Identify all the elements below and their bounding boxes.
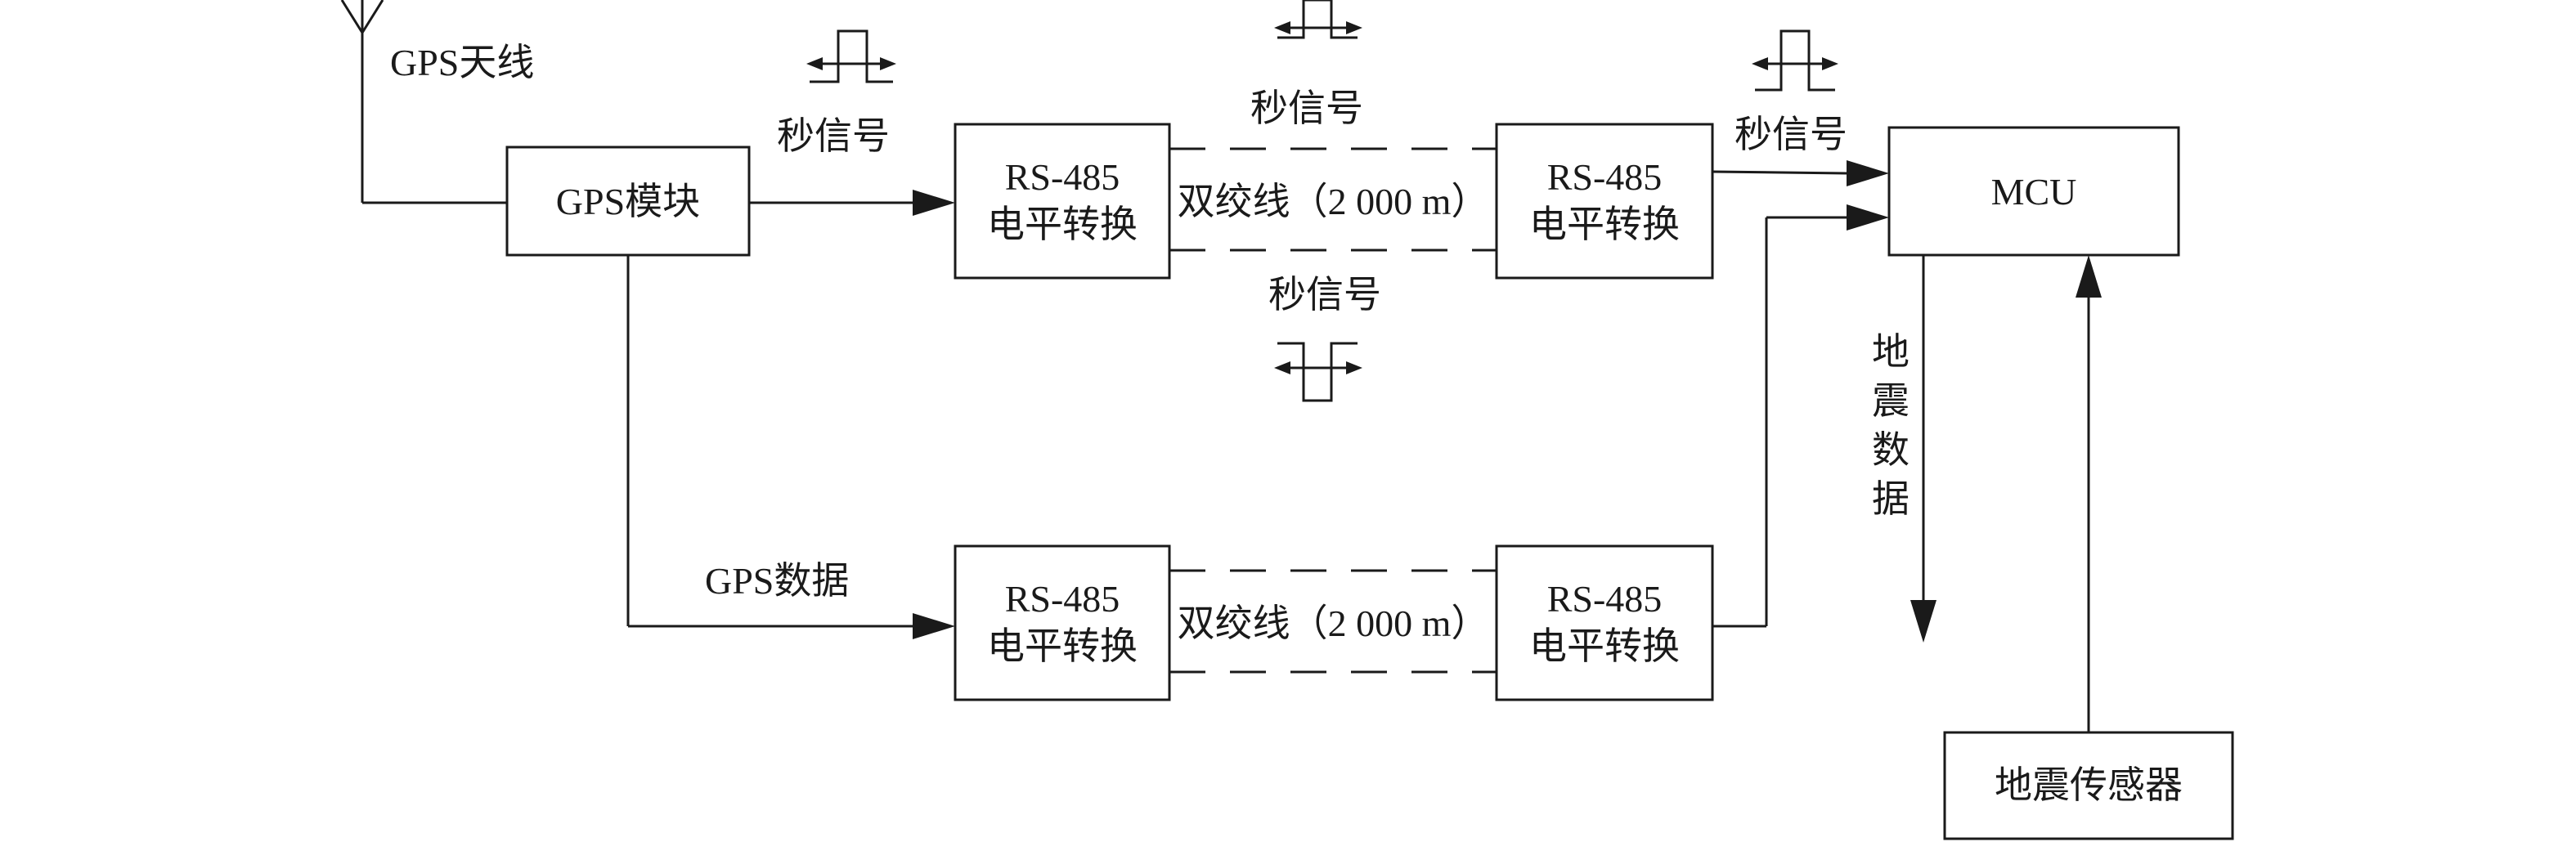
seismic-data-label-char-1: 地 (1872, 331, 1910, 373)
gps-module-label: GPS模块 (556, 181, 700, 222)
gps-data-label: GPS数据 (705, 560, 849, 602)
bottom-twisted-pair-lines (1169, 569, 1497, 674)
pps-wire-gps-to-top-converter (749, 190, 955, 216)
seismic-data-label-char-4: 据 (1872, 478, 1910, 520)
top-pps-pulse-icon (1274, 0, 1362, 39)
top-right-rs485-converter (1495, 123, 1714, 280)
top-twisted-pair-lines (1169, 147, 1497, 252)
seismic-sensor-box (1943, 731, 2234, 840)
bottom-right-converter-line1: RS-485 (1547, 578, 1663, 620)
top-left-converter-line1: RS-485 (1005, 156, 1120, 198)
gps-antenna-label: GPS天线 (390, 42, 534, 83)
pps-wire-to-mcu (1712, 160, 1889, 186)
mcu-box (1887, 126, 2180, 257)
bottom-left-converter-line1: RS-485 (1005, 578, 1120, 620)
bottom-twisted-pair-label: 双绞线（2 000 m） (1178, 602, 1489, 644)
top-left-converter-line2: 电平转换 (987, 204, 1138, 245)
top-left-rs485-converter (954, 123, 1171, 280)
mcu-label: MCU (1991, 171, 2077, 213)
top-twisted-pair-label: 双绞线（2 000 m） (1178, 181, 1489, 222)
pps-label-mcu: 秒信号 (1735, 114, 1847, 155)
seismic-data-label-char-3: 数 (1872, 429, 1910, 471)
sensor-to-mcu-arrow (2076, 255, 2102, 732)
seismic-data-label-char-2: 震 (1872, 380, 1910, 422)
seismic-sensor-label: 地震传感器 (1995, 764, 2183, 806)
bottom-right-converter-line2: 电平转换 (1529, 625, 1680, 667)
top-right-converter-line2: 电平转换 (1529, 204, 1680, 245)
bottom-pps-pulse-icon (1274, 342, 1362, 402)
pps-label-bottom: 秒信号 (1268, 274, 1381, 316)
gps-data-wire (626, 255, 955, 639)
mcu-pps-pulse-icon (1752, 29, 1838, 92)
seismic-data-output-arrow (1910, 255, 1936, 643)
pps-pulse-icon (806, 29, 896, 83)
bottom-right-rs485-converter (1495, 544, 1714, 701)
top-right-converter-line1: RS-485 (1547, 156, 1663, 198)
bottom-left-rs485-converter (954, 544, 1171, 701)
pps-label-gps: 秒信号 (777, 115, 890, 157)
bottom-left-converter-line2: 电平转换 (987, 625, 1138, 667)
pps-label-top: 秒信号 (1250, 87, 1363, 129)
gps-data-wire-to-mcu (1712, 204, 1889, 628)
gps-antenna-icon (340, 0, 384, 203)
